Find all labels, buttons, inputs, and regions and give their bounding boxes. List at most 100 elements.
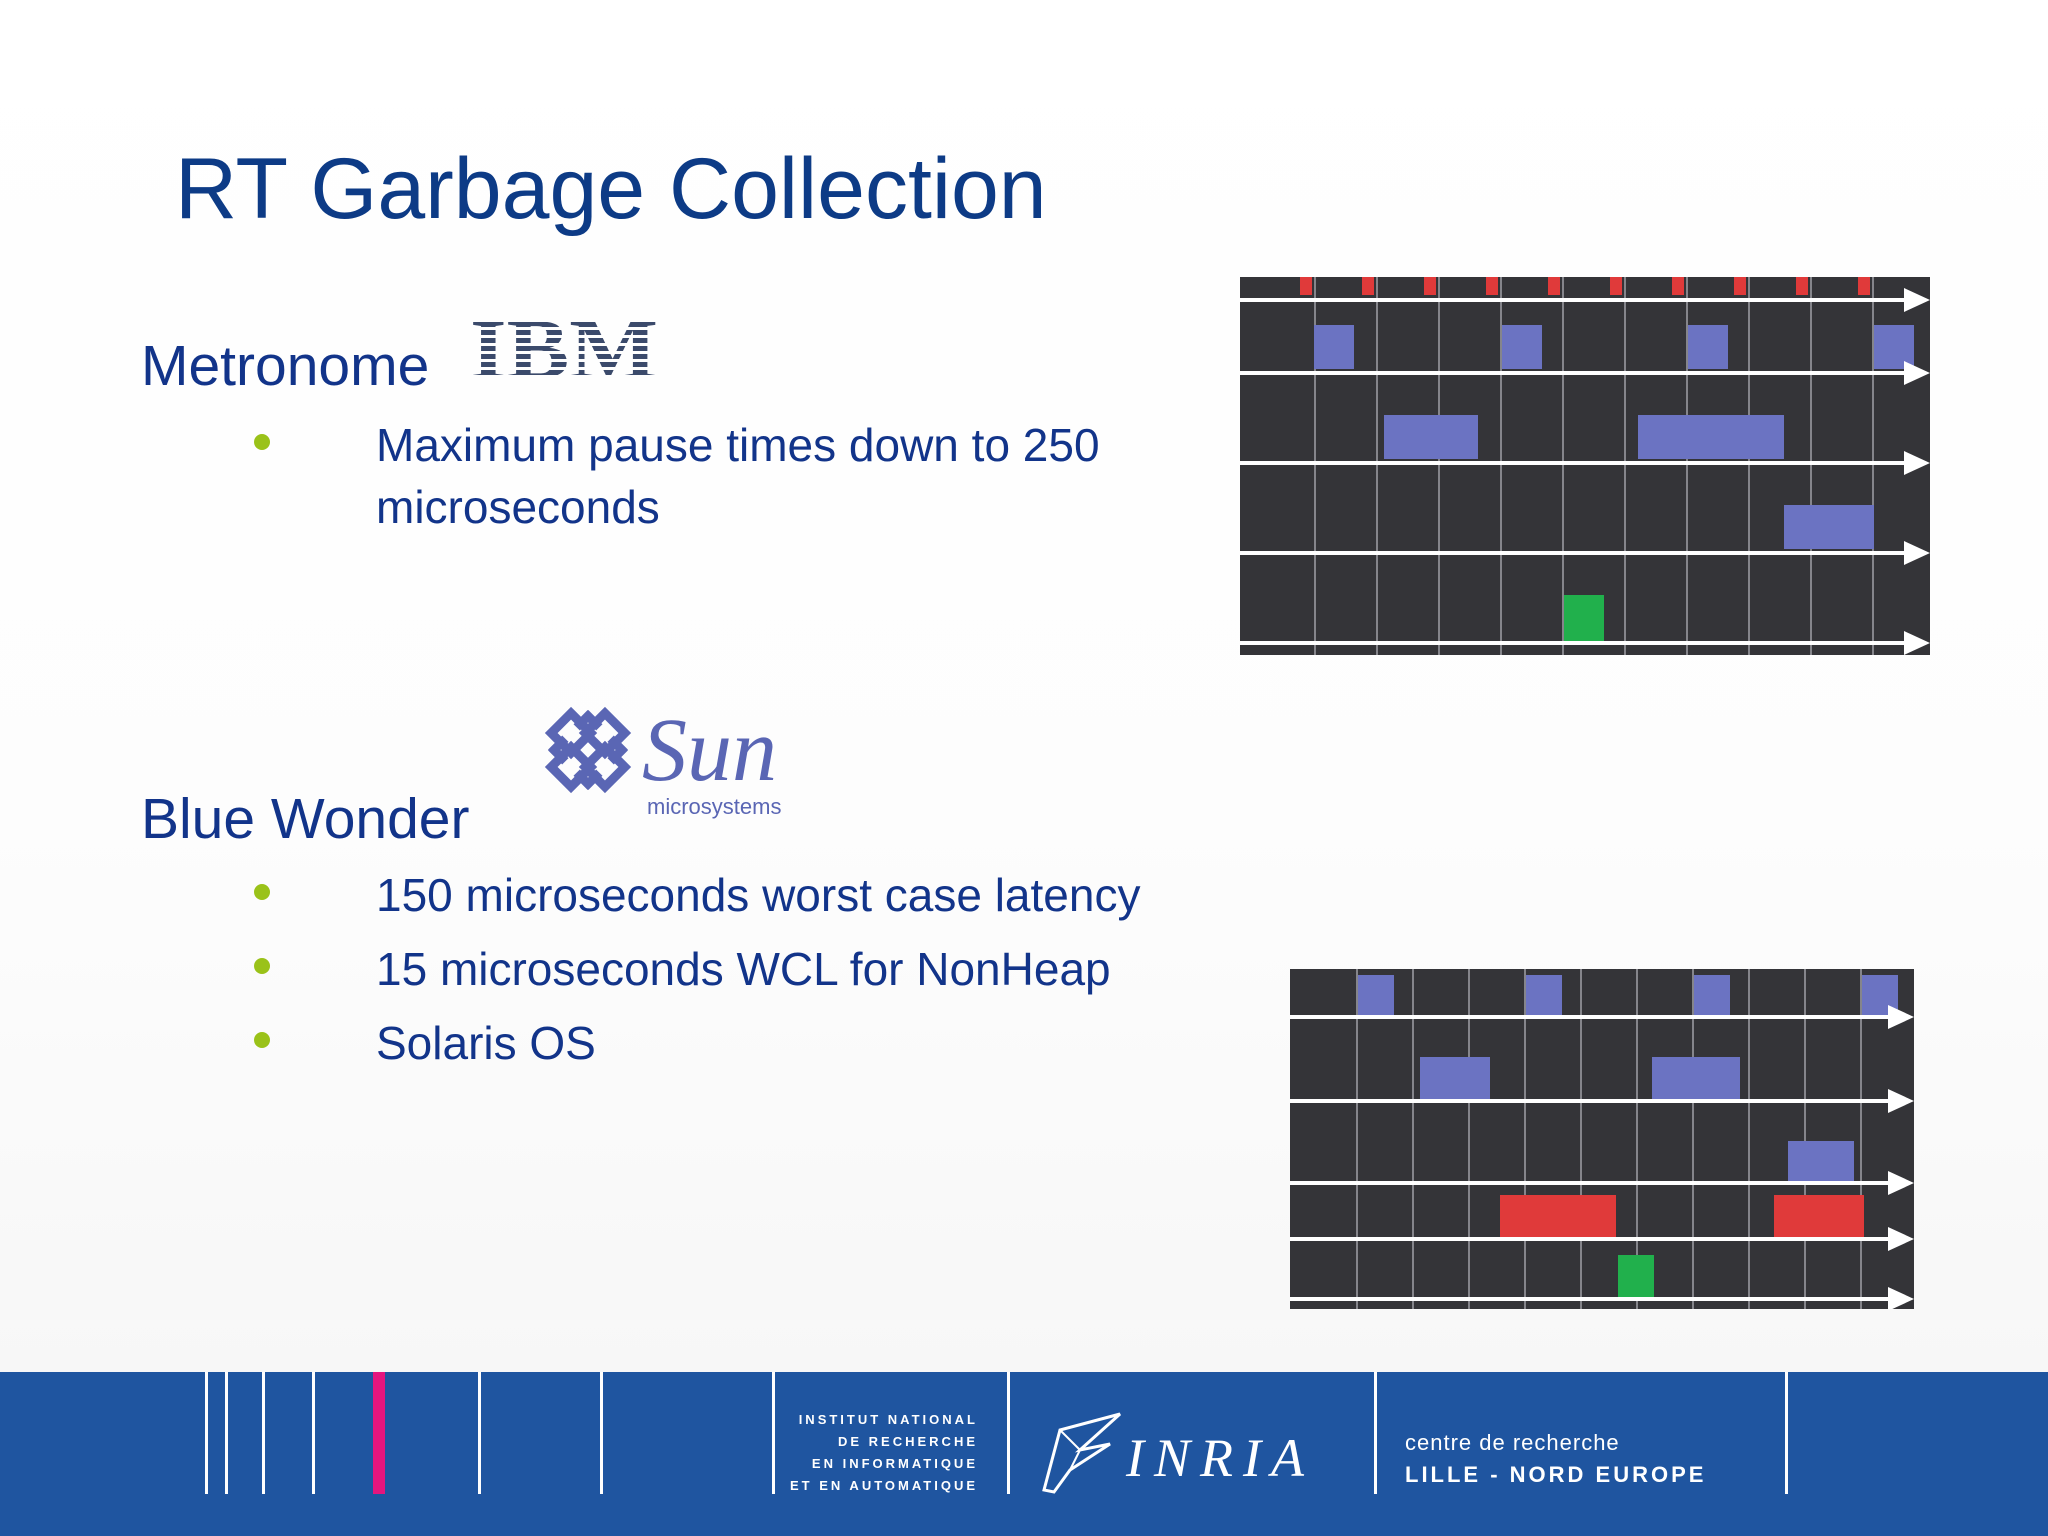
arrow-icon <box>1888 1171 1914 1195</box>
grid-line <box>1872 277 1874 655</box>
ibm-logo-text: IBM <box>470 306 658 386</box>
footer-banner: INSTITUT NATIONAL DE RECHERCHE EN INFORM… <box>0 1372 2048 1536</box>
task-block <box>1384 415 1478 459</box>
task-block-green <box>1618 1255 1654 1297</box>
footer-rule <box>600 1372 603 1494</box>
metronome-timeline-image <box>1240 277 1930 655</box>
grid-line <box>1692 969 1694 1309</box>
timeline-axis <box>1290 1099 1896 1103</box>
grid-line <box>1810 277 1812 655</box>
grid-line <box>1580 969 1582 1309</box>
footer-rule <box>205 1372 208 1494</box>
grid-line <box>1524 969 1526 1309</box>
gc-block-red <box>1500 1195 1616 1237</box>
task-block <box>1358 975 1394 1015</box>
task-block <box>1638 415 1784 459</box>
gc-tick <box>1610 277 1622 295</box>
footer-accent-bar <box>373 1372 385 1494</box>
bullet-text: Maximum pause times down to 250 microsec… <box>376 419 1100 533</box>
institute-line: EN INFORMATIQUE <box>811 1456 978 1471</box>
institute-line: INSTITUT NATIONAL <box>798 1412 978 1427</box>
arrow-icon <box>1888 1005 1914 1029</box>
institute-line: ET EN AUTOMATIQUE <box>790 1478 978 1493</box>
grid-line <box>1686 277 1688 655</box>
bullet-dot <box>254 884 270 900</box>
grid-line <box>1412 969 1414 1309</box>
sun-microsystems-logo: Sun microsystems <box>534 694 824 824</box>
arrow-icon <box>1904 451 1930 475</box>
bullet-text: 150 microseconds worst case latency <box>376 869 1141 921</box>
timeline-axis <box>1240 371 1912 375</box>
bullet-text: 15 microseconds WCL for NonHeap <box>376 943 1111 995</box>
task-block <box>1526 975 1562 1015</box>
task-block <box>1688 325 1728 369</box>
inria-bird-icon-svg <box>1042 1412 1122 1494</box>
timeline-axis <box>1290 1181 1896 1185</box>
gc-tick <box>1858 277 1870 295</box>
grid-line <box>1562 277 1564 655</box>
footer-rule <box>225 1372 228 1494</box>
footer-rule <box>772 1372 775 1494</box>
grid-line <box>1804 969 1806 1309</box>
timeline-axis <box>1240 461 1912 465</box>
grid-line <box>1624 277 1626 655</box>
timeline-axis <box>1290 1015 1896 1019</box>
timeline-axis <box>1290 1297 1896 1301</box>
section-heading-blue-wonder: Blue Wonder <box>141 787 470 851</box>
grid-line <box>1356 969 1358 1309</box>
arrow-icon <box>1904 288 1930 312</box>
gc-tick <box>1734 277 1746 295</box>
task-block <box>1652 1057 1740 1099</box>
grid-line <box>1636 969 1638 1309</box>
sun-logo-text: Sun <box>642 701 777 800</box>
sun-logo-subtext: microsystems <box>647 794 781 819</box>
gc-tick <box>1424 277 1436 295</box>
institute-line: DE RECHERCHE <box>837 1434 978 1449</box>
arrow-icon <box>1888 1227 1914 1251</box>
bullet-text: Solaris OS <box>376 1017 596 1069</box>
centre-line-2: LILLE - NORD EUROPE <box>1405 1462 1707 1487</box>
grid-line <box>1438 277 1440 655</box>
gc-tick <box>1672 277 1684 295</box>
gc-tick <box>1796 277 1808 295</box>
gc-block-red <box>1774 1195 1864 1237</box>
arrow-icon <box>1888 1089 1914 1113</box>
timeline-axis <box>1240 641 1912 645</box>
grid-line <box>1314 277 1316 655</box>
bullet-dot <box>254 1032 270 1048</box>
centre-line-1: centre de recherche <box>1405 1430 1620 1455</box>
inria-logo-text: INRIA <box>1126 1428 1314 1488</box>
task-block <box>1420 1057 1490 1099</box>
footer-rule <box>478 1372 481 1494</box>
footer-rule <box>312 1372 315 1494</box>
task-block <box>1502 325 1542 369</box>
task-block-green <box>1564 595 1604 641</box>
arrow-icon <box>1888 1287 1914 1309</box>
footer-rule <box>1785 1372 1788 1494</box>
slide-title: RT Garbage Collection <box>175 141 1047 237</box>
footer-rule <box>1374 1372 1377 1494</box>
ibm-logo-mark: IBM <box>470 301 658 397</box>
task-block <box>1784 505 1874 549</box>
grid-line <box>1376 277 1378 655</box>
grid-line <box>1500 277 1502 655</box>
sun-logo-mark: Sun microsystems <box>544 701 781 819</box>
gc-tick <box>1300 277 1312 295</box>
ibm-logo: IBM <box>468 301 664 397</box>
task-block <box>1694 975 1730 1015</box>
gc-tick <box>1486 277 1498 295</box>
section-heading-metronome: Metronome <box>141 334 430 398</box>
inria-bird-icon <box>1040 1410 1124 1496</box>
gc-tick <box>1362 277 1374 295</box>
timeline-axis <box>1290 1237 1896 1241</box>
grid-line <box>1860 969 1862 1309</box>
grid-line <box>1748 969 1750 1309</box>
arrow-icon <box>1904 541 1930 565</box>
gc-tick <box>1548 277 1560 295</box>
arrow-icon <box>1904 631 1930 655</box>
timeline-axis <box>1240 298 1912 302</box>
task-block <box>1788 1141 1854 1181</box>
footer-rule <box>1007 1372 1010 1494</box>
grid-line <box>1468 969 1470 1309</box>
footer-rule <box>262 1372 265 1494</box>
